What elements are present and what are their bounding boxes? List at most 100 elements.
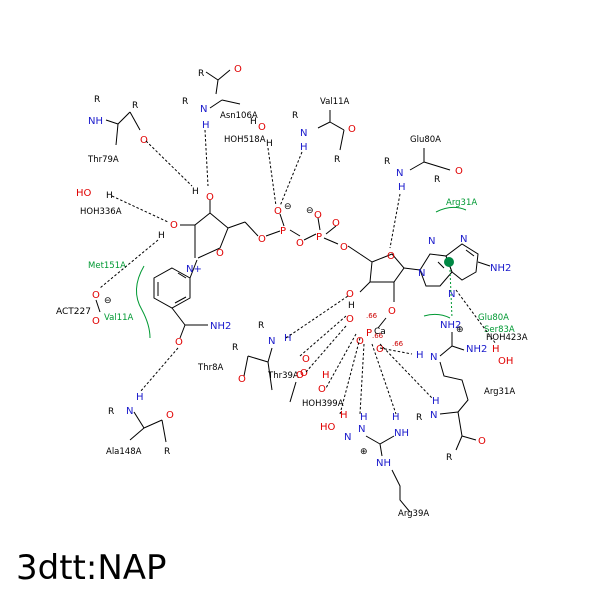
hoh518-h2: H	[266, 139, 273, 149]
hoh336-ho: HO	[76, 188, 92, 199]
hoh518-h1: H	[250, 117, 257, 127]
phosphate-2prime: P O O O .66 .66 .66 Ca	[346, 312, 404, 355]
adenine-n1: N	[460, 234, 467, 245]
hydrophobic-arg31: Arg31A	[435, 198, 477, 213]
hydrogen-bonds	[99, 129, 497, 415]
val11-h: H	[300, 142, 308, 153]
arg39-n-right: NH	[394, 428, 409, 439]
thr39-o: O	[296, 370, 304, 381]
residue-arg31-right: NH2 ⊕ NH2 H N Arg31A R N H O R	[416, 320, 515, 463]
ribose-o3: O	[170, 220, 178, 231]
p2-o-side: O	[332, 218, 340, 229]
ala148-r2: R	[164, 447, 170, 457]
hoh-o-c: O	[318, 384, 326, 395]
label-val11-green: Val11A	[104, 313, 134, 323]
hoh399-h: H	[340, 410, 348, 421]
hydrophobic-met151: Met151A	[88, 261, 151, 339]
arg31-backbone-h: H	[432, 396, 440, 407]
p2-o-top: O	[314, 210, 322, 221]
water-hoh336: HO H HOH336A H H	[76, 187, 199, 241]
label-arg31-green: Arg31A	[446, 198, 477, 208]
arg31-n: N	[430, 352, 437, 363]
p1-charge: ⊖	[284, 202, 292, 212]
bridge-o2: O	[296, 238, 304, 249]
adenine: N N N N NH2	[418, 234, 511, 300]
label-hoh423: HOH423A	[486, 333, 528, 343]
arg31-o: O	[478, 436, 486, 447]
val11-r2: R	[334, 155, 340, 165]
ribose-ring-o: O	[216, 248, 224, 259]
glu80-o: O	[455, 166, 463, 177]
arg31-r1: R	[416, 413, 422, 423]
adenine-nh2: NH2	[490, 263, 511, 274]
arg39-nh-left: N	[344, 432, 351, 443]
thr8-h: H	[284, 333, 292, 344]
thr79-r1: R	[94, 95, 100, 105]
thr39-o-b: O	[300, 368, 308, 379]
ribose-o2-h: H	[192, 187, 199, 197]
p2-charge: ⊖	[306, 206, 314, 216]
asn106-r1: R	[198, 69, 204, 79]
residue-thr79: R NH R O Thr79A	[87, 95, 148, 165]
thr8-n: N	[268, 336, 275, 347]
arg31-nh2-top: NH2	[440, 320, 461, 331]
pyridinium-n: N+	[186, 264, 202, 275]
nicotinamide-ring: N+ NH2 O	[153, 259, 231, 348]
bridge-o1: O	[258, 234, 266, 245]
label-val11-top: Val11A	[320, 97, 350, 107]
label-ser83: Ser83A	[484, 325, 515, 335]
diphosphate: O P O ⊖ O P O ⊖ O O	[258, 202, 373, 263]
glu80-r1: R	[384, 157, 390, 167]
label-glu80-green: Glu80A	[478, 313, 509, 323]
p3-o1: O	[346, 314, 354, 325]
arg31-charge: ⊕	[456, 325, 464, 335]
adenosine-ring-o: O	[387, 251, 395, 262]
residue-arg39: H N N H NH NH ⊕ Arg39A	[344, 412, 429, 519]
amide-nh2: NH2	[210, 321, 231, 332]
arg31-h: H	[416, 350, 424, 361]
thr8-r1: R	[258, 321, 264, 331]
ribose-o2: O	[206, 192, 214, 203]
amide-o: O	[175, 337, 183, 348]
label-arg39: Arg39A	[398, 509, 429, 519]
arg31-backbone-n: N	[430, 410, 437, 421]
distance-label-3: .66	[392, 340, 404, 348]
arg39-nh: NH	[376, 458, 391, 469]
act227-o1: O	[92, 290, 100, 301]
act227-charge: ⊖	[104, 296, 112, 306]
residue-val11-top: Val11A O R R N H	[292, 97, 356, 165]
arg39-n-left: N	[358, 424, 365, 435]
arg39-h1: H	[360, 412, 368, 423]
residue-ala148: H R N O R Ala148A	[106, 392, 174, 457]
residue-glu80-top: Glu80A O R N H R	[384, 135, 463, 193]
asn106-o: O	[234, 64, 242, 75]
val11-r1: R	[292, 111, 298, 121]
ala148-o: O	[166, 410, 174, 421]
phosphate-p3: P	[366, 328, 372, 339]
thr8-r2: R	[232, 343, 238, 353]
thr79-o: O	[140, 135, 148, 146]
hydrophobic-glu80-ser83: Glu80A Ser83A HOH423A H OH	[423, 313, 528, 367]
ala148-n: N	[126, 406, 133, 417]
val11-o: O	[348, 124, 356, 135]
asn106-r2: R	[182, 97, 188, 107]
glu80-n: N	[396, 168, 403, 179]
label-glu80-top: Glu80A	[410, 135, 441, 145]
adenosine-o2: O	[388, 306, 396, 317]
label-asn106: Asn106A	[220, 111, 258, 121]
calcium-label: Ca	[374, 327, 386, 337]
distance-label-2: .66	[372, 332, 384, 340]
glu80-h: H	[398, 182, 406, 193]
pi-cation-marker	[444, 257, 454, 267]
hoh423-oh: OH	[498, 356, 513, 367]
hoh399-ho: HO	[320, 422, 336, 433]
thr79-r2: R	[132, 101, 138, 111]
label-thr8: Thr8A	[197, 363, 223, 373]
adenine-n7: N	[428, 236, 435, 247]
hoh423-h: H	[492, 344, 500, 355]
asn106-h: H	[202, 120, 210, 131]
label-act227: ACT227	[56, 307, 91, 317]
hoh-o-a: O	[302, 354, 310, 365]
